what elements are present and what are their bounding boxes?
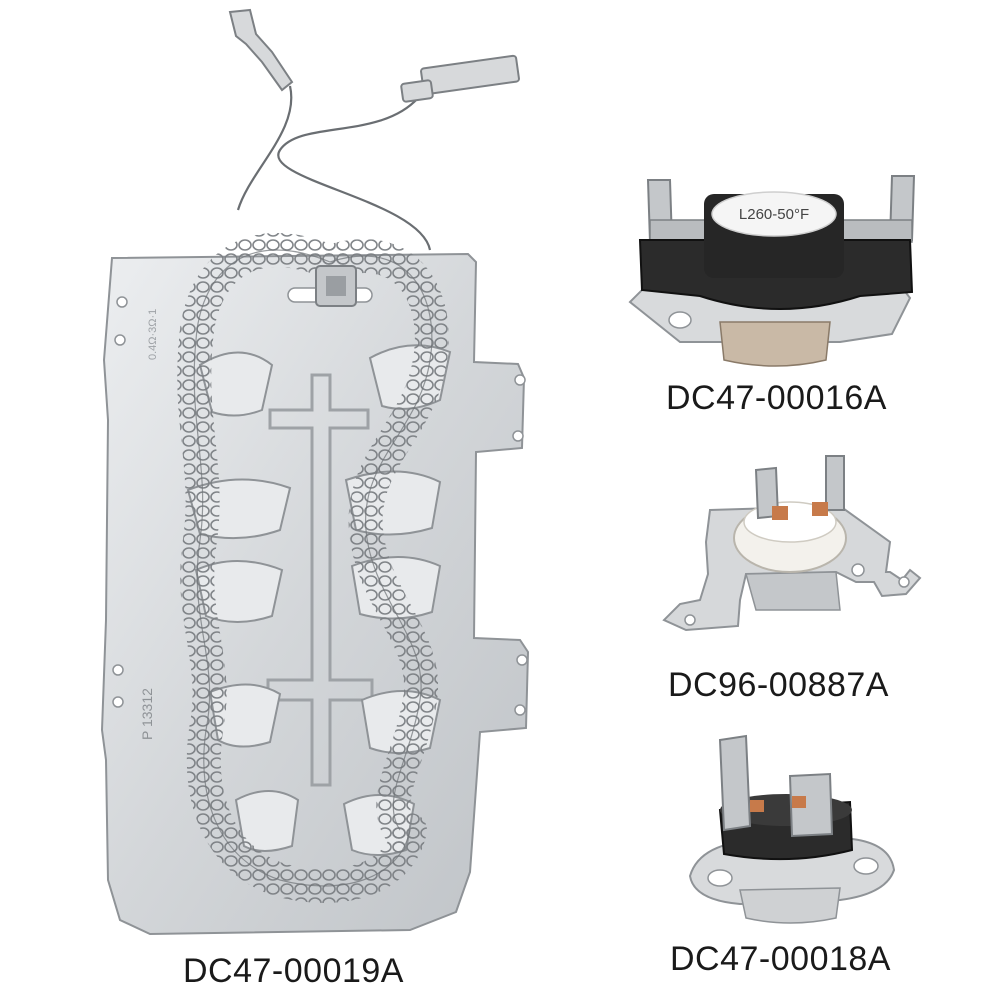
thermal-fuse-part-number: DC96-00887A: [668, 666, 889, 704]
thermostat-sticker-text: L260-50°F: [739, 206, 809, 223]
high-limit-thermostat-image: L260-50°F: [628, 175, 916, 367]
cutoff-thermostat-image: [688, 734, 896, 924]
high-limit-thermostat-part-number: DC47-00016A: [666, 379, 887, 417]
heater-part-number: DC47-00019A: [183, 952, 404, 990]
heater-stamp-serial: P 13312: [139, 688, 155, 740]
thermal-fuse-image: [662, 455, 922, 632]
heater-stamp-rating: 0.4Ω·3Ω·1: [147, 309, 159, 360]
heater-plate: [100, 252, 530, 936]
cutoff-thermostat-part-number: DC47-00018A: [670, 940, 891, 978]
heater-element-image: P 13312 0.4Ω·3Ω·1: [100, 8, 530, 936]
